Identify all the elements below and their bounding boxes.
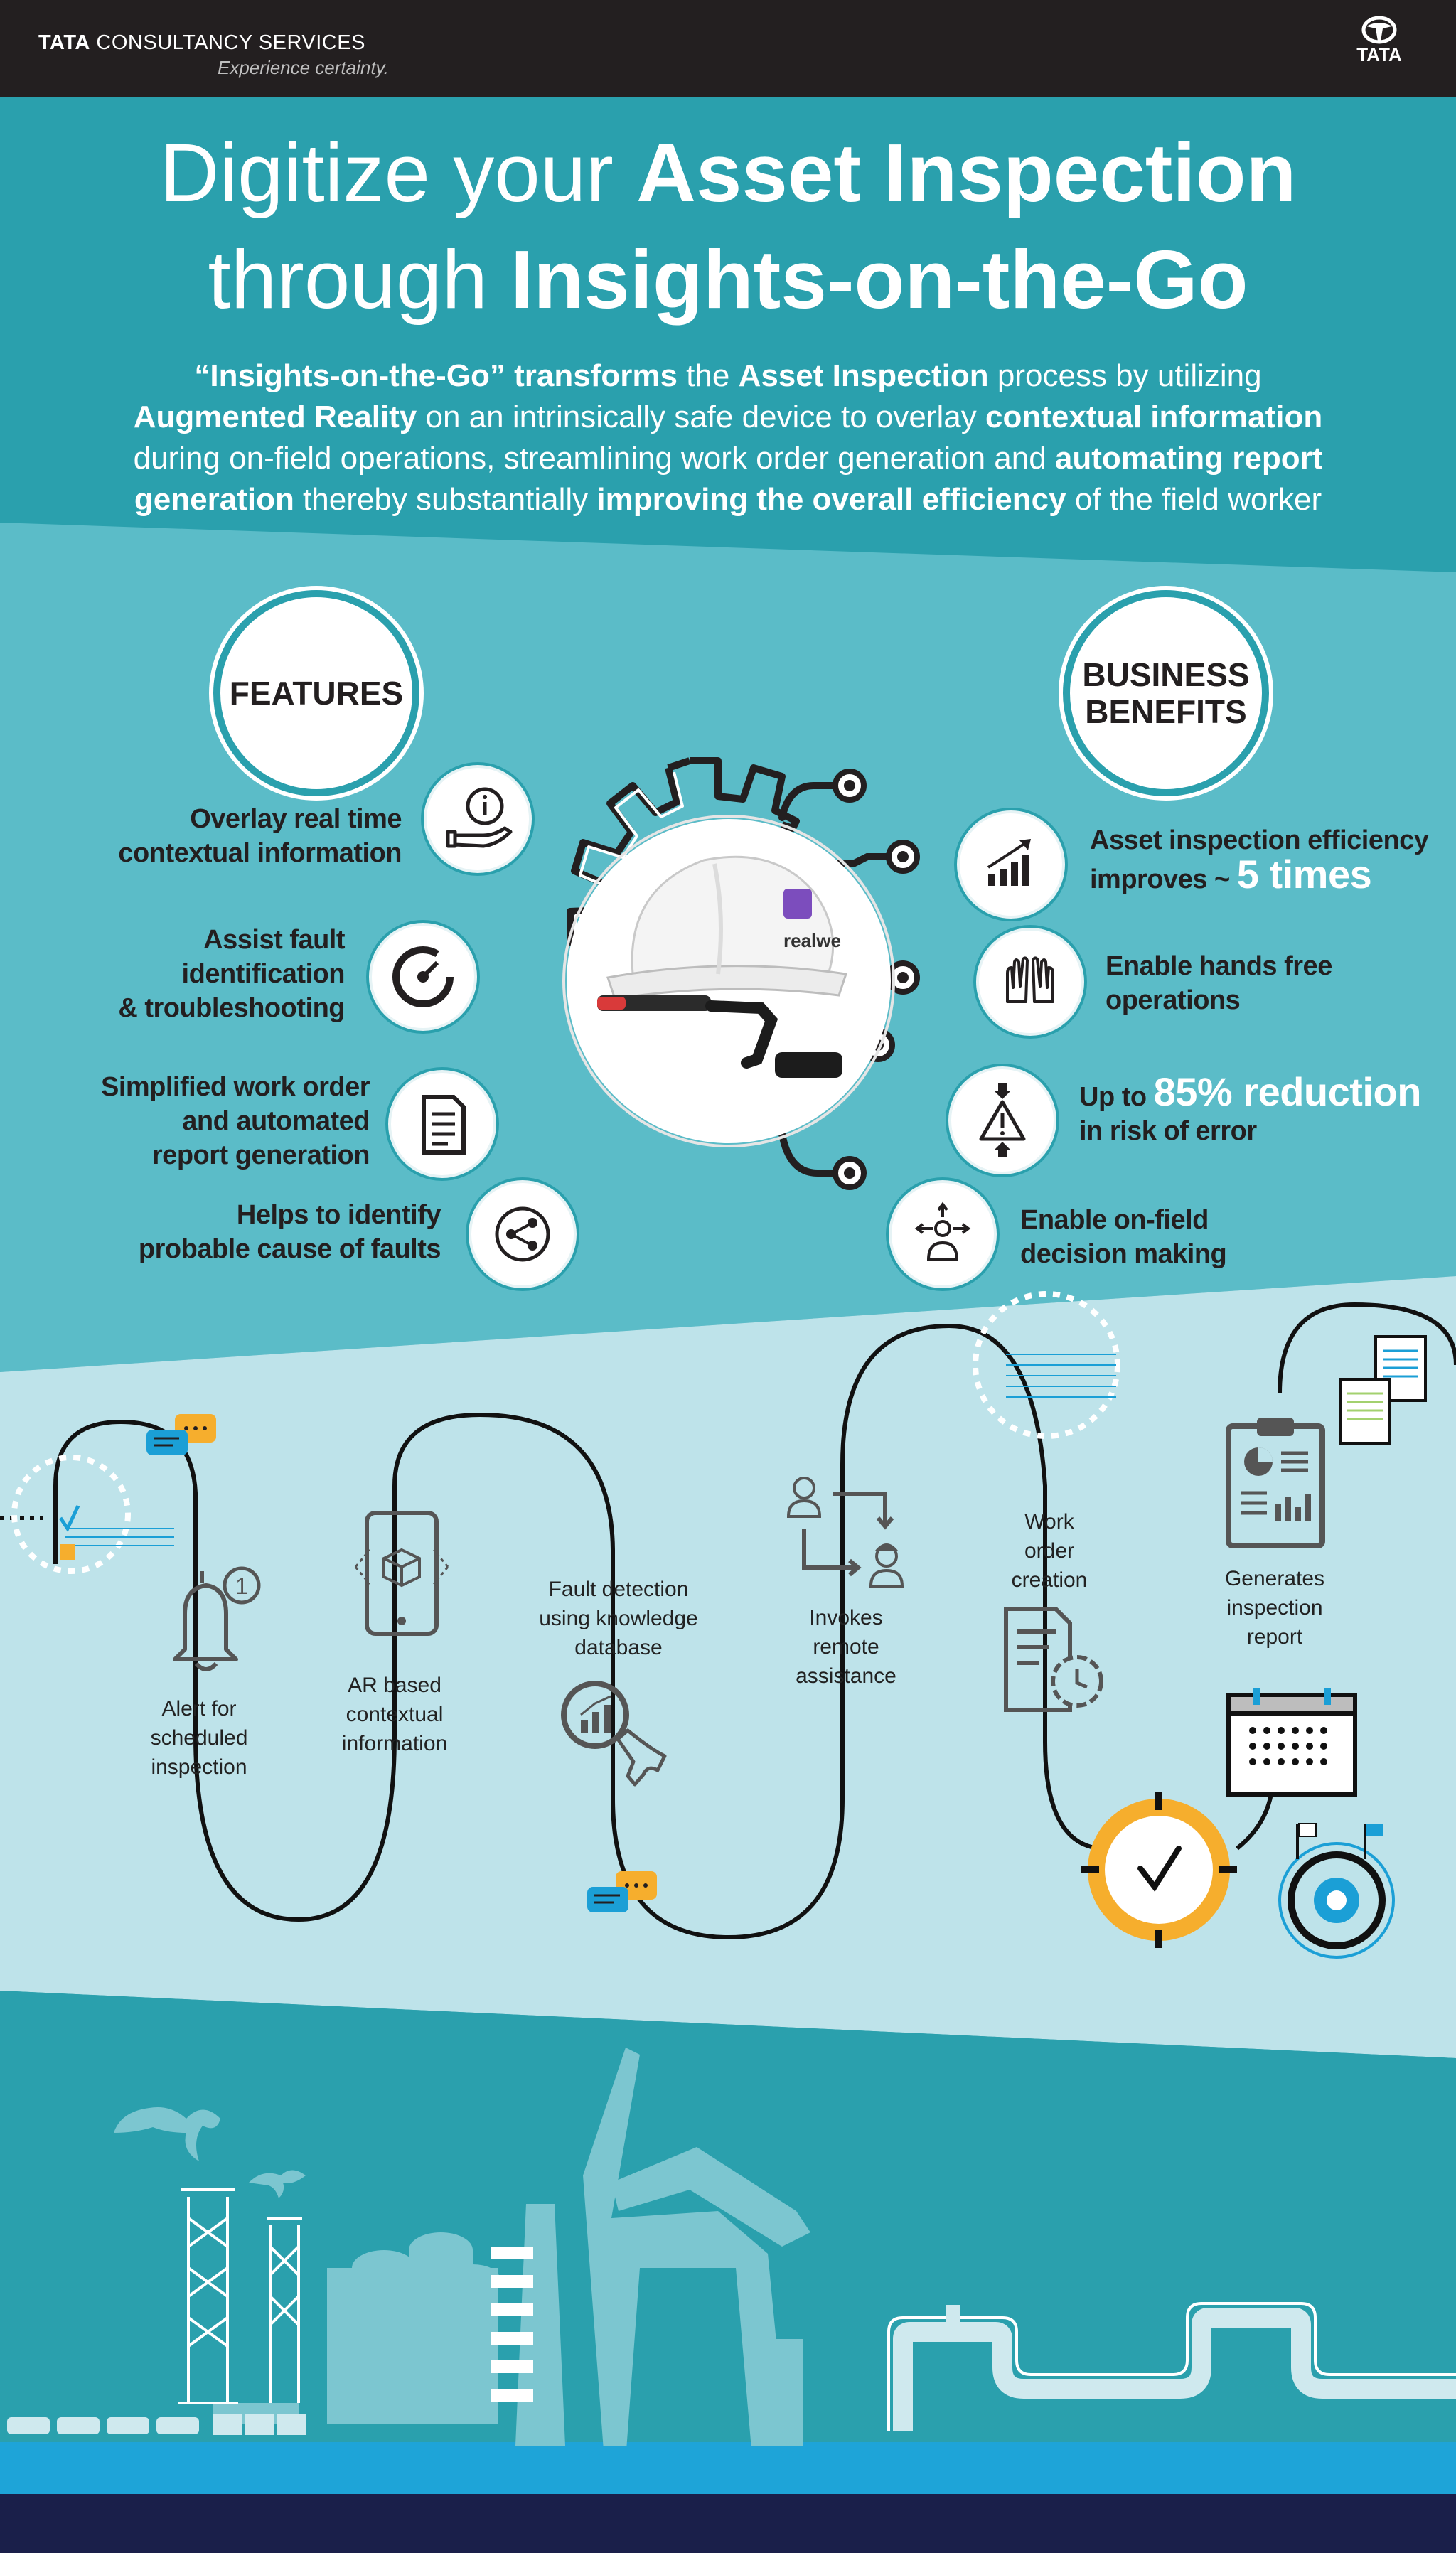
process-step-2: AR based contextual information bbox=[341, 1674, 448, 1755]
feature-icon-4 bbox=[469, 1180, 577, 1288]
benefit-icon-1 bbox=[957, 810, 1065, 919]
benefit-label-2: Enable hands free operations bbox=[1106, 951, 1332, 1015]
notification-badge: 1 bbox=[235, 1573, 248, 1599]
helmet-brand-text: realwe bbox=[783, 930, 841, 951]
features-title: FEATURES bbox=[213, 590, 419, 796]
process-step-5: Work order creation bbox=[1011, 1510, 1088, 1592]
benefit-icon-3 bbox=[948, 1066, 1056, 1174]
benefit-icon-2 bbox=[976, 928, 1084, 1036]
feature-label-3: Simplified work order and automated repo… bbox=[100, 1072, 370, 1170]
feature-icon-2 bbox=[369, 923, 477, 1031]
process-step-6: Generates inspection report bbox=[1224, 1567, 1325, 1649]
calendar-icon bbox=[1226, 1688, 1357, 1797]
clipboard-report-icon bbox=[1226, 1418, 1325, 1548]
chat-bubble-icon-2 bbox=[587, 1871, 657, 1912]
process-step-4: Invokes remote assistance bbox=[796, 1606, 896, 1688]
tata-logo-icon bbox=[1361, 16, 1397, 44]
bell-icon: 1 bbox=[173, 1566, 261, 1671]
phone-cube-icon bbox=[354, 1511, 449, 1636]
page-title: Digitize your Asset Inspection through I… bbox=[159, 127, 1297, 326]
gauge-icon bbox=[392, 946, 454, 1007]
info-hand-icon bbox=[446, 787, 513, 848]
decision-person-icon bbox=[914, 1201, 971, 1261]
industrial-skyline bbox=[7, 2048, 1456, 2446]
feature-label-1: Overlay real time contextual information bbox=[118, 804, 402, 868]
benefits-title: BUSINESS BENEFITS bbox=[1063, 590, 1269, 796]
benefit-label-1: Asset inspection efficiency improves ~ 5… bbox=[1090, 825, 1429, 897]
chat-bubble-icon-1 bbox=[146, 1414, 216, 1455]
clock-icon bbox=[1081, 1792, 1237, 1948]
top-bar bbox=[0, 0, 1456, 97]
hands-icon bbox=[1006, 956, 1054, 1003]
gear-helmet-graphic: realwe bbox=[562, 757, 920, 1190]
process-step-3: Fault detection using knowledge database bbox=[539, 1578, 698, 1659]
magnifier-chart-icon bbox=[561, 1681, 667, 1787]
share-nodes-icon bbox=[495, 1206, 550, 1262]
intro-paragraph: “Insights-on-the-Go” transforms the Asse… bbox=[133, 358, 1323, 517]
process-step-1: Alert for scheduled inspection bbox=[150, 1697, 248, 1779]
brand-tagline: Experience certainty. bbox=[218, 57, 389, 78]
remote-assistance-icon bbox=[786, 1477, 904, 1588]
benefit-icon-4 bbox=[889, 1180, 997, 1288]
process-path bbox=[0, 1291, 1456, 1940]
documents-icon bbox=[1339, 1335, 1427, 1445]
feature-label-4: Helps to identify probable cause of faul… bbox=[138, 1200, 441, 1264]
feature-icon-1 bbox=[424, 765, 532, 873]
brand-name: TATA CONSULTANCY SERVICES bbox=[38, 31, 365, 54]
benefit-label-4: Enable on-field decision making bbox=[1020, 1205, 1227, 1269]
feature-icon-3 bbox=[388, 1070, 496, 1178]
tata-logo-text: TATA bbox=[1356, 44, 1402, 65]
growth-chart-icon bbox=[987, 839, 1031, 886]
benefit-label-3: Up to 85% reduction in risk of error bbox=[1079, 1069, 1421, 1147]
work-order-icon bbox=[1004, 1607, 1103, 1712]
warning-icon bbox=[979, 1083, 1026, 1157]
target-flag-icon bbox=[1278, 1823, 1395, 1959]
feature-label-2: Assist fault identification & troublesho… bbox=[118, 925, 345, 1023]
document-icon bbox=[422, 1095, 466, 1155]
